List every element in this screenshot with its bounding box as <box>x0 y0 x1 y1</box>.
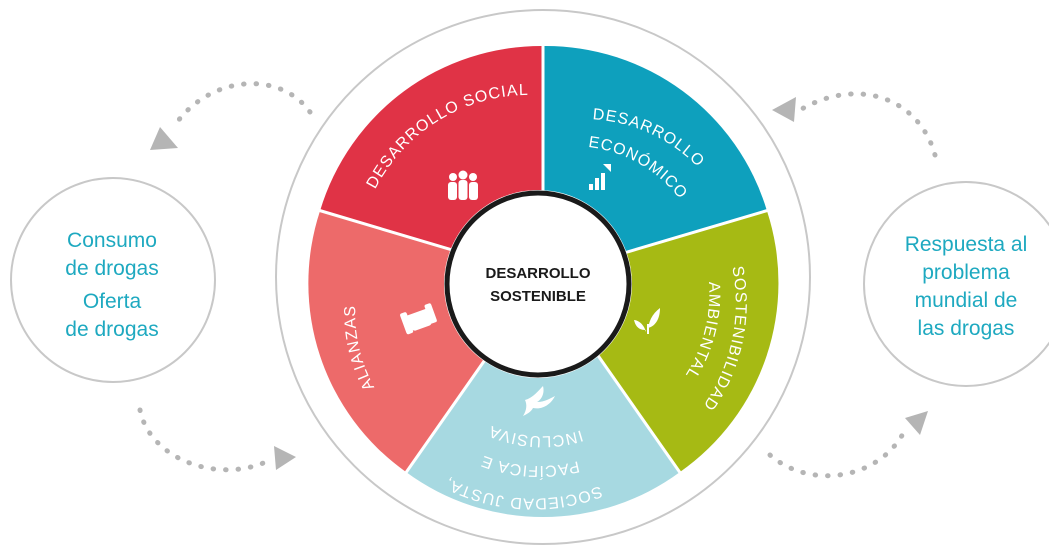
people-icon <box>448 170 478 200</box>
dove-icon <box>523 386 555 416</box>
center-circle <box>444 190 632 378</box>
center-title-line1: DESARROLLO <box>486 265 591 282</box>
right-circle-line1: Respuesta al <box>905 233 1028 256</box>
center-title-line2: SOSTENIBLE <box>490 288 586 305</box>
left-circle-line2: de drogas <box>65 257 158 280</box>
segment-sociedad-justa[interactable] <box>406 277 680 518</box>
dotted-arc-bottom-right <box>767 427 908 479</box>
leaves-icon <box>634 308 660 334</box>
bar-chart-icon <box>589 164 611 190</box>
left-circle-line3: Oferta <box>83 290 142 313</box>
arrowhead-top-right <box>772 97 796 122</box>
dotted-arc-top-right <box>797 91 938 158</box>
left-circle <box>10 177 216 383</box>
arrowhead-bottom-right <box>905 411 928 435</box>
outer-ring <box>275 9 811 545</box>
right-circle-line4: las drogas <box>918 317 1015 340</box>
left-circle-line4: de drogas <box>65 318 158 341</box>
right-circle <box>863 181 1049 387</box>
right-circle-line3: mundial de <box>915 289 1018 312</box>
arrowhead-top-left <box>150 127 178 150</box>
right-circle-line2: problema <box>922 261 1010 284</box>
arrowhead-bottom-left <box>274 446 296 470</box>
dotted-arc-bottom-left <box>137 407 273 473</box>
left-circle-line1: Consumo <box>67 229 157 252</box>
handshake-icon <box>400 303 437 335</box>
center-circle-border <box>444 190 632 378</box>
dotted-arc-arrows <box>137 81 938 479</box>
dotted-arc-top-left <box>172 81 313 128</box>
